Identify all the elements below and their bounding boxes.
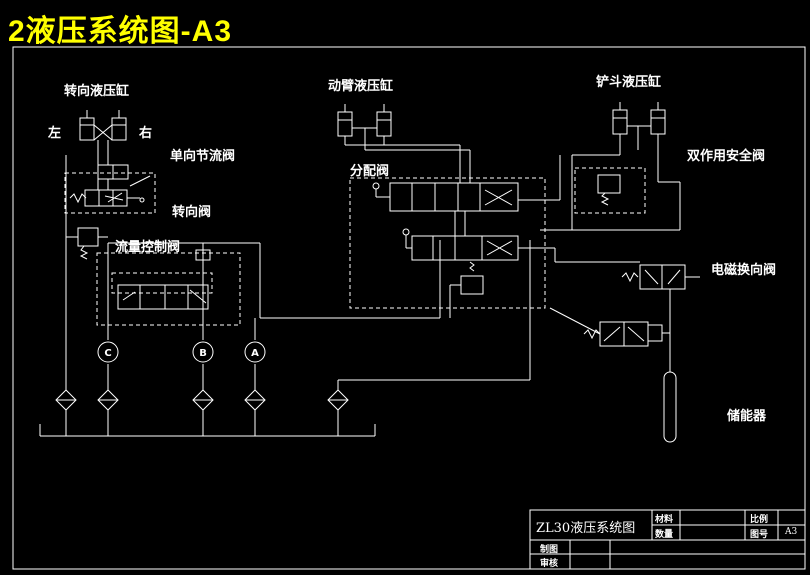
- pump-a-label: A: [251, 348, 259, 359]
- steering-valve-symbol: [64, 164, 156, 214]
- drawn-by-label: 制图: [540, 545, 559, 555]
- steering-relief-valve: [66, 227, 108, 260]
- quantity-label: 数量: [655, 530, 674, 540]
- flow-control-valve-symbol: [96, 242, 261, 326]
- bucket-cylinder-label: 铲斗液压缸: [596, 75, 662, 90]
- drawing-frame: [12, 46, 806, 570]
- safety-valve-symbol: [540, 155, 681, 263]
- filter-3: [192, 389, 214, 411]
- scale-label: 比例: [750, 515, 769, 525]
- distribution-valve-symbol: [349, 145, 546, 318]
- steering-cylinder-symbol: [79, 110, 127, 165]
- solenoid-valve-symbol: [549, 264, 700, 372]
- accumulator-symbol: [663, 371, 677, 443]
- steering-cylinder-label: 转向液压缸: [64, 84, 130, 99]
- boom-cylinder-symbol: [337, 104, 470, 151]
- filter-1: [55, 389, 77, 411]
- steering-valve-label: 转向阀: [172, 205, 212, 220]
- pump-b-label: B: [199, 348, 207, 359]
- reviewed-by-label: 审核: [540, 559, 559, 569]
- right-label: 右: [139, 126, 153, 141]
- pump-a-symbol: [244, 341, 266, 363]
- drawing-no-label: 图号: [750, 530, 769, 540]
- tank-symbol: [39, 410, 376, 437]
- filter-2: [97, 389, 119, 411]
- bucket-cylinder-symbol: [571, 102, 666, 230]
- accumulator-label: 储能器: [727, 409, 767, 424]
- one-way-throttle-label: 单向节流阀: [170, 149, 236, 164]
- distribution-valve-label: 分配阀: [350, 164, 390, 179]
- flow-control-valve-label: 流量控制阀: [115, 240, 181, 255]
- pump-c-symbol: [97, 341, 119, 363]
- pump-b-symbol: [192, 341, 214, 363]
- page-title: 2液压系统图-A3: [8, 15, 233, 48]
- pump-c-label: C: [104, 348, 111, 359]
- boom-cylinder-label: 动臂液压缸: [328, 79, 394, 94]
- solenoid-valve-label: 电磁换向阀: [711, 263, 777, 278]
- filter-4: [244, 389, 266, 411]
- material-label: 材料: [655, 515, 674, 525]
- left-label: 左: [48, 126, 62, 141]
- safety-valve-label: 双作用安全阀: [687, 149, 766, 164]
- drawing-name: ZL30液压系统图: [536, 521, 636, 536]
- filter-5: [327, 389, 349, 411]
- title-block-frame: [529, 509, 806, 570]
- sheet-size: A3: [785, 527, 798, 537]
